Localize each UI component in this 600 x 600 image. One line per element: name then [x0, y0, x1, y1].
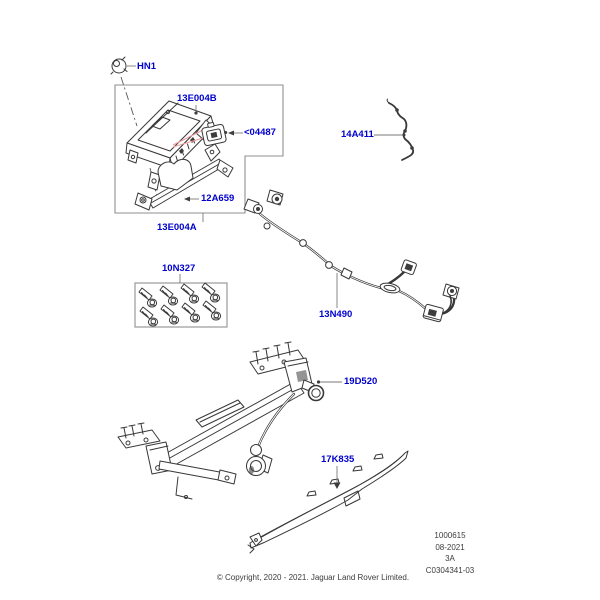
vin-connector-drawing — [201, 122, 228, 147]
part-label-04487[interactable]: <04487 — [244, 127, 276, 138]
hn1-bolt-drawing — [110, 56, 128, 75]
module-kit-box — [114, 84, 284, 214]
leader-lines — [127, 65, 406, 489]
bolt-kit-drawing — [134, 282, 228, 328]
part-label-14a411[interactable]: 14A411 — [341, 129, 374, 140]
part-label-10n327[interactable]: 10N327 — [162, 263, 196, 274]
antenna-wire-drawing — [386, 98, 415, 161]
sheet-revision: 3A — [445, 554, 455, 564]
part-label-13e004b[interactable]: 13E004B — [177, 93, 217, 104]
part-label-12a659[interactable]: 12A659 — [201, 193, 235, 204]
sheet-number: 1000615 — [434, 531, 466, 540]
mounting-bracket-drawing — [134, 143, 234, 211]
part-label-hn1[interactable]: HN1 — [137, 61, 157, 72]
sheet-date: 08-2021 — [435, 542, 465, 552]
part-label-13e004a[interactable]: 13E004A — [157, 222, 197, 233]
part-label-13n490[interactable]: 13N490 — [319, 309, 353, 320]
finisher-panel-drawing — [247, 450, 409, 554]
highlight-lines — [172, 129, 204, 148]
part-label-17k835[interactable]: 17K835 — [321, 454, 355, 465]
part-label-19d520[interactable]: 19D520 — [344, 376, 378, 387]
copyright-notice: © Copyright, 2020 - 2021. Jaguar Land Ro… — [216, 573, 410, 582]
drawing-code: C0304341-03 — [425, 565, 475, 575]
drawing-reference-block: 1000615 08-2021 3A C0304341-03 — [400, 530, 500, 576]
towbar-drawing — [117, 341, 325, 500]
wiring-harness-drawing — [243, 189, 460, 323]
